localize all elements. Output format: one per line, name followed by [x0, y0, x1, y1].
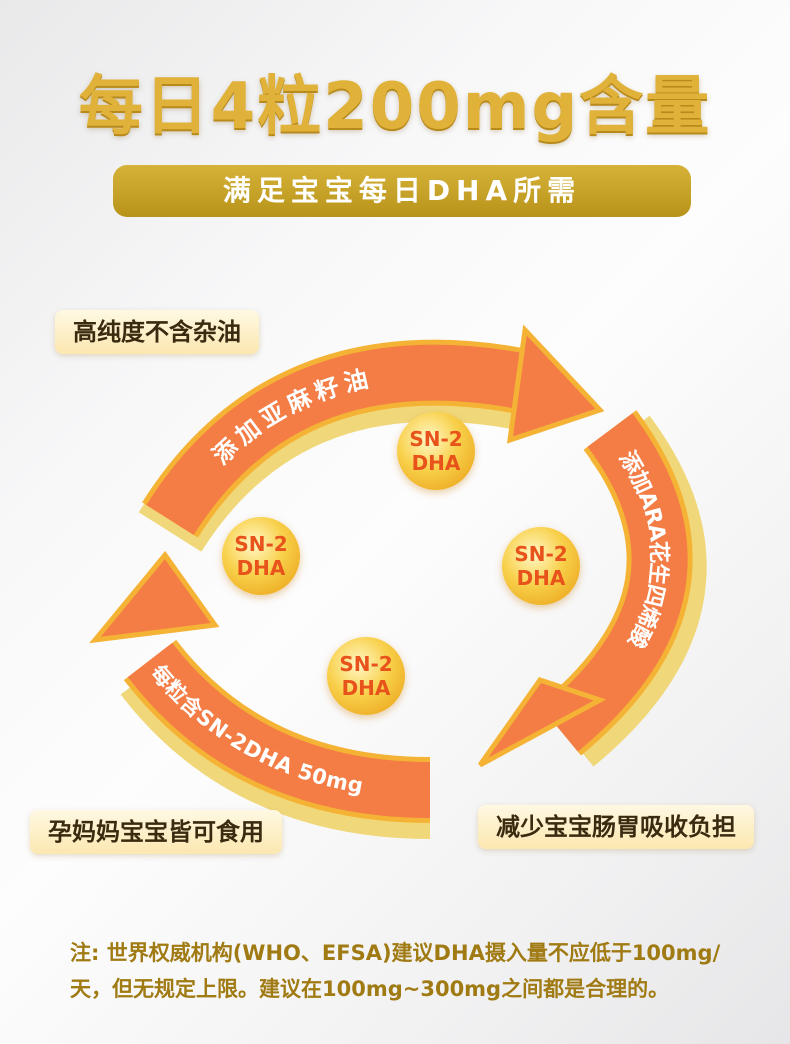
coin-text: SN-2	[409, 427, 463, 451]
tag-purity: 高纯度不含杂油	[55, 310, 259, 354]
subtitle-banner: 满足宝宝每日DHA所需	[113, 165, 691, 217]
coin-text: SN-2	[339, 652, 393, 676]
coin-text: DHA	[236, 556, 286, 580]
coin-text: DHA	[411, 451, 461, 475]
tag-suitable: 孕妈妈宝宝皆可食用	[30, 810, 282, 854]
arrow-head-right	[477, 677, 607, 768]
footnote: 注: 世界权威机构(WHO、EFSA)建议DHA摄入量不应低于100mg/ 天，…	[70, 935, 770, 1007]
coin-text: SN-2	[234, 532, 288, 556]
arrow-head-bottom	[89, 550, 220, 644]
coin-text: DHA	[341, 676, 391, 700]
page-title: 每日4粒200mg含量	[78, 70, 712, 144]
footnote-line: 天，但无规定上限。建议在100mg~300mg之间都是合理的。	[70, 977, 670, 1001]
coin-text: DHA	[516, 566, 566, 590]
coin-text: SN-2	[514, 542, 568, 566]
footnote-line: 注: 世界权威机构(WHO、EFSA)建议DHA摄入量不应低于100mg/	[70, 941, 721, 965]
arrow-head-top	[506, 324, 605, 444]
tag-digestion: 减少宝宝肠胃吸收负担	[478, 805, 754, 849]
